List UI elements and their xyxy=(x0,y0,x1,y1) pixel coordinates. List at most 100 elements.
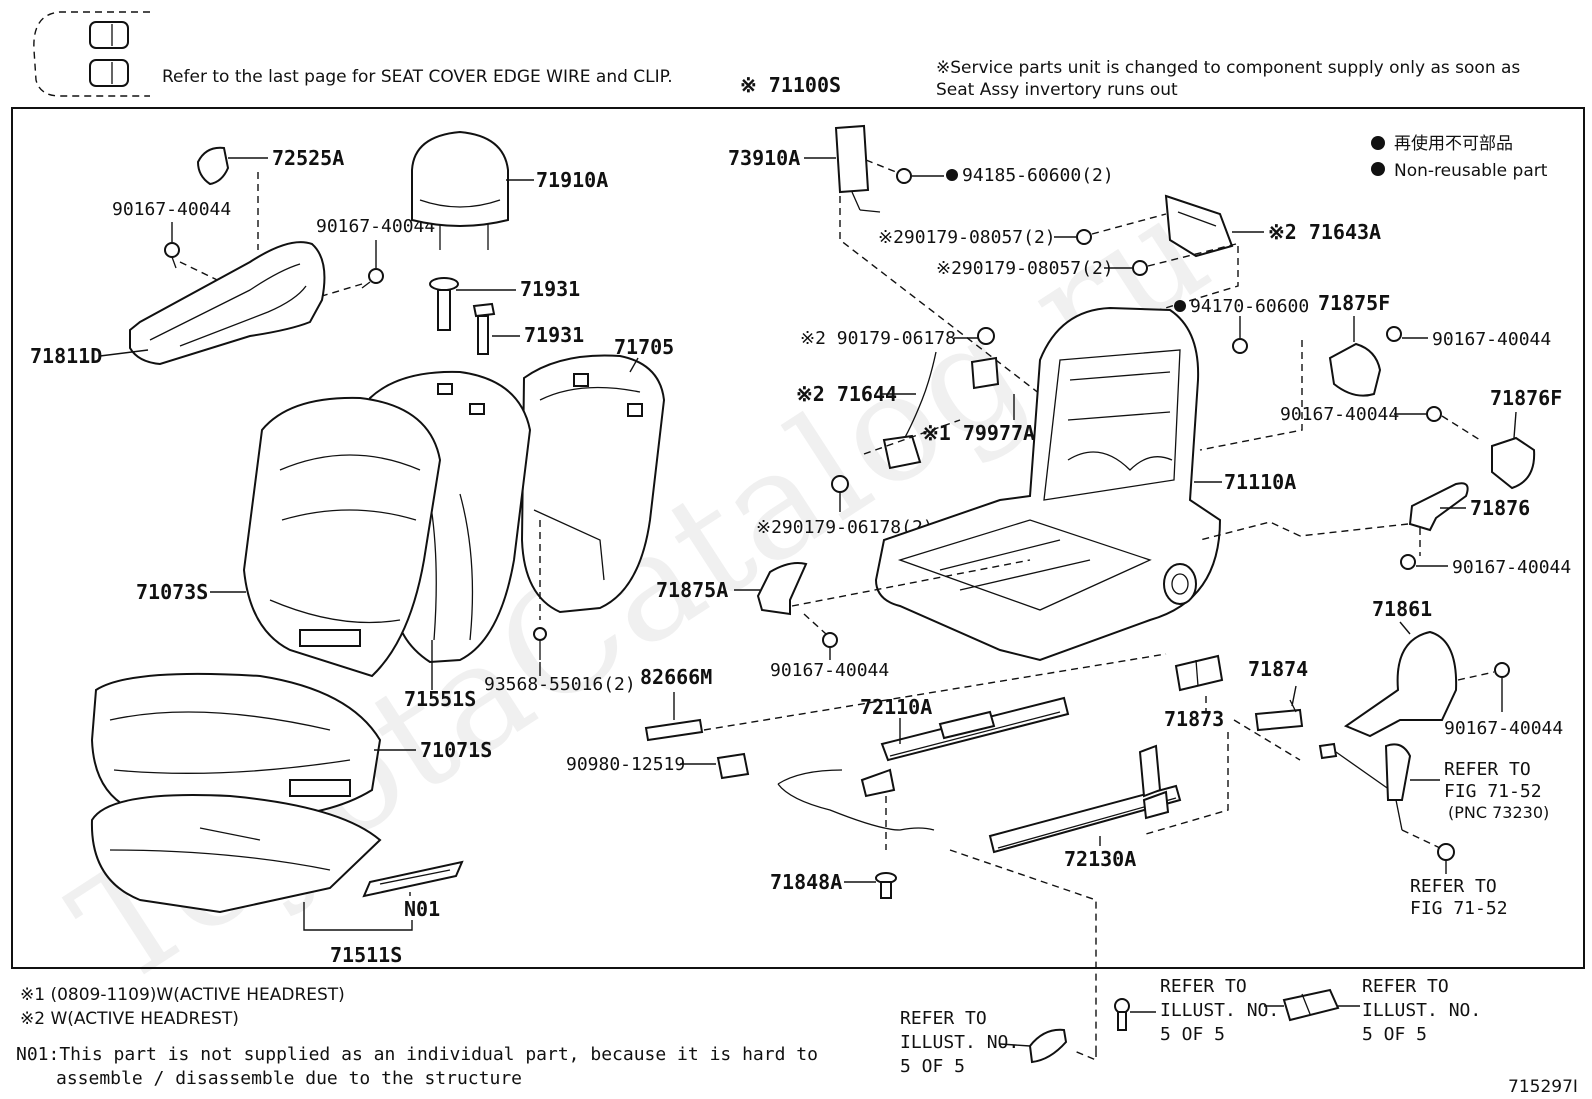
refer-illust-a-3: 5 OF 5 xyxy=(900,1056,965,1077)
part-79977A-drawing xyxy=(970,356,1015,420)
part-71705-drawing xyxy=(520,354,666,614)
hog-ring-icon xyxy=(533,627,547,660)
label-71861: 71861 xyxy=(1372,597,1432,621)
label-82666M: 82666M xyxy=(640,665,712,689)
nut-icon xyxy=(1132,260,1148,276)
part-71874-drawing xyxy=(1254,699,1304,732)
part-71931-a-drawing xyxy=(429,277,516,331)
service-note-2: Seat Assy invertory runs out xyxy=(936,80,1178,100)
label-93568: 93568-55016(2) xyxy=(484,674,636,695)
nut-icon xyxy=(1232,338,1248,354)
label-71875A: 71875A xyxy=(656,578,728,602)
part-71110A-drawing xyxy=(874,306,1222,662)
refer-illust-b-1: REFER TO xyxy=(1160,976,1247,997)
part-82666M-drawing xyxy=(644,692,704,742)
label-79977A: ※1 79977A xyxy=(922,421,1035,445)
part-71931-b-drawing xyxy=(472,302,520,355)
nut-icon xyxy=(1076,229,1092,245)
part-71811D-drawing xyxy=(99,241,326,366)
refer-71-52-pnc-1: REFER TO xyxy=(1444,759,1531,780)
refer-illust-c-2: ILLUST. NO. xyxy=(1362,1000,1481,1021)
part-71511S-drawing xyxy=(90,794,382,914)
service-note-1: ※Service parts unit is changed to compon… xyxy=(936,58,1520,78)
label-71875F: 71875F xyxy=(1318,291,1390,315)
label-71876: 71876 xyxy=(1470,496,1530,520)
screw-icon xyxy=(361,268,384,289)
part-71873-drawing xyxy=(1174,654,1224,692)
label-72525A: 72525A xyxy=(272,146,344,170)
refer-71-52-1: REFER TO xyxy=(1410,876,1497,897)
non-reusable-dot-icon xyxy=(1371,136,1385,150)
refer-71-52-2: FIG 71-52 xyxy=(1410,898,1508,919)
label-90167-f: 90167-40044 xyxy=(1452,557,1571,578)
label-290179-06178: ※290179-06178(2) xyxy=(756,517,934,538)
non-reusable-dot-icon xyxy=(1371,162,1385,176)
label-71931-b: 71931 xyxy=(524,323,584,347)
label-71931-a: 71931 xyxy=(520,277,580,301)
label-72110A: 72110A xyxy=(860,695,932,719)
part-72110A-drawing xyxy=(860,696,1070,798)
screw-icon xyxy=(1114,998,1130,1031)
clip-icon-open xyxy=(89,59,129,87)
label-94170: 94170-60600 xyxy=(1190,296,1309,317)
label-73910A: 73910A xyxy=(728,146,800,170)
part-71875F-drawing xyxy=(1328,316,1382,397)
label-90167-c: 90167-40044 xyxy=(770,660,889,681)
figure-id: 715297I xyxy=(1508,1077,1578,1097)
refer-71-52-pnc-2: FIG 71-52 xyxy=(1444,781,1542,802)
footnote-2: ※2 W(ACTIVE HEADREST) xyxy=(20,1009,239,1029)
label-90980: 90980-12519 xyxy=(566,754,685,775)
part-71073S-drawing xyxy=(210,396,442,678)
footnote-1: ※1 (0809-1109)W(ACTIVE HEADREST) xyxy=(20,985,345,1005)
screw-icon xyxy=(1386,326,1402,342)
nut-icon xyxy=(896,168,912,184)
label-90167-a: 90167-40044 xyxy=(112,199,231,220)
refer-note: Refer to the last page for SEAT COVER ED… xyxy=(162,67,673,87)
part-72525A-drawing xyxy=(196,146,268,186)
screw-icon xyxy=(1426,406,1442,422)
label-71874: 71874 xyxy=(1248,657,1308,681)
label-90179-06178: ※2 90179-06178 xyxy=(800,328,956,349)
part-72130A-drawing xyxy=(988,744,1182,854)
screw-icon xyxy=(1400,554,1416,570)
part-71861-drawing xyxy=(1343,621,1458,738)
label-71873: 71873 xyxy=(1164,707,1224,731)
non-reusable-dot-icon xyxy=(946,169,958,181)
part-71875A-drawing xyxy=(734,562,808,616)
screw-icon xyxy=(875,872,897,899)
refer-illust-b-2: ILLUST. NO. xyxy=(1160,1000,1279,1021)
rail-cover-drawing-b xyxy=(1264,988,1360,1022)
screw-icon xyxy=(1494,662,1510,678)
label-71551S: 71551S xyxy=(404,687,476,711)
label-71644: ※2 71644 xyxy=(796,382,897,406)
non-reusable-dot-icon xyxy=(1174,300,1186,312)
nut-icon xyxy=(831,475,849,493)
part-N01-drawing xyxy=(362,860,464,898)
diagram-frame xyxy=(11,107,1585,969)
footnote-n01-line1: N01:This part is not supplied as an indi… xyxy=(16,1044,818,1065)
lever-wire-drawing xyxy=(777,769,935,831)
clip-icon-group xyxy=(33,11,150,97)
assembly-number: ※ 71100S xyxy=(740,73,841,97)
label-90167-d: 90167-40044 xyxy=(1432,329,1551,350)
label-71910A: 71910A xyxy=(536,168,608,192)
part-71643A-drawing xyxy=(1164,194,1264,258)
part-71876-drawing xyxy=(1408,482,1469,532)
part-90980-drawing xyxy=(680,752,750,780)
label-90167-b: 90167-40044 xyxy=(316,216,435,237)
clip-icon-closed xyxy=(89,21,129,49)
trim-cover-drawing-a xyxy=(999,1028,1068,1064)
label-71073S: 71073S xyxy=(136,580,208,604)
refer-71-52-pnc-3: (PNC 73230) xyxy=(1448,803,1549,822)
nut-icon xyxy=(977,327,995,345)
nut-icon xyxy=(1437,843,1455,861)
legend: 再使用不可部品 Non-reusable part xyxy=(1371,133,1548,181)
label-71876F: 71876F xyxy=(1490,386,1562,410)
screw-icon xyxy=(822,632,838,648)
label-71110A: 71110A xyxy=(1224,470,1296,494)
footnote-n01-line2: assemble / disassemble due to the struct… xyxy=(56,1068,522,1089)
screw-icon xyxy=(164,242,180,269)
part-71876F-drawing xyxy=(1491,411,1536,490)
label-71848A: 71848A xyxy=(770,870,842,894)
